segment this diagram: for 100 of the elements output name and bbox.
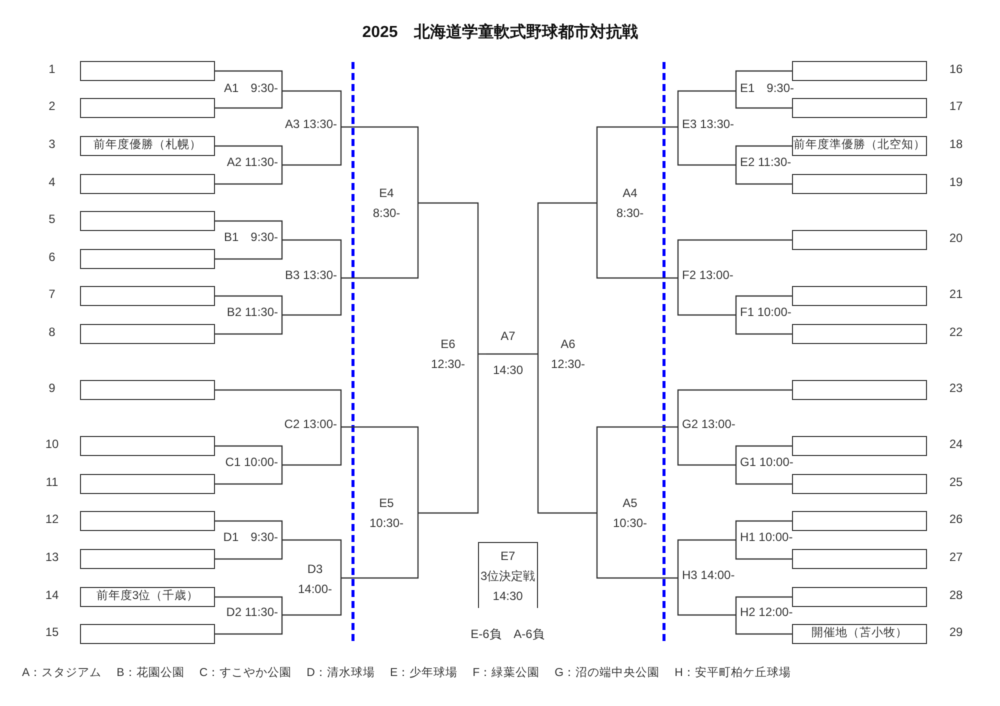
seed-number: 6 <box>48 249 56 265</box>
seed-number: 4 <box>48 174 56 190</box>
seed-number: 3 <box>48 136 56 152</box>
bracket-line <box>677 278 736 316</box>
team-box: 前年度準優勝（北空知） <box>792 136 927 156</box>
bracket-line <box>282 90 342 127</box>
match-label: E4 <box>378 185 395 201</box>
team-box <box>792 549 927 569</box>
venue-key: C：すこやか公園 <box>199 665 292 683</box>
match-label: H3 14:00- <box>678 567 740 583</box>
match-label: A2 11:30- <box>220 154 282 170</box>
bracket-line <box>677 239 792 278</box>
match-label: 12:30- <box>430 356 466 372</box>
match-label: H1 10:00- <box>736 529 798 545</box>
team-box <box>80 61 215 81</box>
loser-note: A-6負 <box>512 626 546 642</box>
team-box <box>80 211 215 231</box>
match-label: 10:30- <box>612 515 648 531</box>
bracket-line <box>215 220 283 240</box>
match-label: 8:30- <box>372 205 402 221</box>
bracket-line <box>282 427 342 466</box>
seed-number: 24 <box>948 436 964 452</box>
seed-number: 27 <box>948 549 964 565</box>
team-box <box>792 174 927 194</box>
team-box <box>80 249 215 269</box>
match-label: 14:30 <box>492 588 524 604</box>
seed-number: 10 <box>44 436 60 452</box>
match-label: A6 <box>560 336 576 352</box>
seed-number: 21 <box>948 286 964 302</box>
bracket-line <box>282 278 342 316</box>
match-label: F2 13:00- <box>678 267 740 283</box>
team-box <box>80 286 215 306</box>
match-label: H2 12:00- <box>736 604 798 620</box>
team-box <box>80 380 215 400</box>
seed-number: 14 <box>44 587 60 603</box>
team-box <box>792 587 927 607</box>
bracket-line <box>735 596 792 615</box>
seed-number: 18 <box>948 136 964 152</box>
match-label: B2 11:30- <box>220 304 282 320</box>
bracket-line <box>282 578 342 616</box>
venue-key: B：花園公園 <box>116 665 184 683</box>
venue-key: F：緑葉公園 <box>472 665 540 683</box>
seed-number: 22 <box>948 324 964 340</box>
bracket-line <box>537 354 597 514</box>
venue-key: E：少年球場 <box>390 665 458 683</box>
bracket-line <box>215 315 283 335</box>
match-label: A3 13:30- <box>279 116 341 132</box>
bracket-line <box>537 202 597 354</box>
bracket-line <box>677 90 736 127</box>
seed-number: 20 <box>948 230 964 246</box>
seed-number: 16 <box>948 61 964 77</box>
match-label: 10:30- <box>368 515 405 531</box>
bracket-line <box>215 145 283 165</box>
team-box <box>80 174 215 194</box>
match-label: 3位決定戦 <box>479 568 536 584</box>
seed-number: 9 <box>48 380 56 396</box>
venue-key: H：安平町柏ケ丘球場 <box>674 665 791 683</box>
team-box <box>80 98 215 118</box>
seed-number: 2 <box>48 98 56 114</box>
seed-number: 8 <box>48 324 56 340</box>
bracket-line <box>215 596 283 615</box>
team-box <box>792 436 927 456</box>
team-box <box>80 436 215 456</box>
match-label: E6 <box>440 336 456 352</box>
match-label: E3 13:30- <box>678 116 740 132</box>
bracket-line <box>215 295 283 315</box>
seed-number: 1 <box>48 61 56 77</box>
bracket-line <box>677 127 736 166</box>
team-box <box>80 324 215 344</box>
seed-number: 11 <box>44 474 60 490</box>
bracket-line <box>215 465 283 485</box>
bracket-line <box>215 91 283 109</box>
match-label: A4 <box>622 185 638 201</box>
seed-number: 26 <box>948 511 964 527</box>
match-label: F1 10:00- <box>736 304 798 320</box>
team-box <box>80 624 215 644</box>
match-label: C1 10:00- <box>220 454 282 470</box>
seed-number: 23 <box>948 380 964 396</box>
team-box <box>792 324 927 344</box>
match-label: C2 13:00- <box>279 416 341 432</box>
seed-number: 19 <box>948 174 964 190</box>
bracket-line <box>418 354 479 514</box>
match-label: B1 9:30- <box>220 229 282 245</box>
match-label: A1 9:30- <box>220 80 282 96</box>
match-label: D1 9:30- <box>220 529 282 545</box>
seed-number: 7 <box>48 286 56 302</box>
bracket-line <box>282 127 342 166</box>
bracket-line <box>735 445 792 465</box>
bracket-line <box>735 295 792 315</box>
bracket-line <box>215 165 283 185</box>
match-label: E2 11:30- <box>736 154 798 170</box>
bracket-line <box>596 513 678 579</box>
bracket-line <box>735 540 792 560</box>
team-box <box>80 474 215 494</box>
team-box <box>792 474 927 494</box>
bracket-line <box>735 70 792 91</box>
match-label: E7 <box>499 548 516 564</box>
bracket-line <box>735 165 792 185</box>
bracket-line <box>677 578 736 616</box>
match-label: E1 9:30- <box>736 80 798 96</box>
